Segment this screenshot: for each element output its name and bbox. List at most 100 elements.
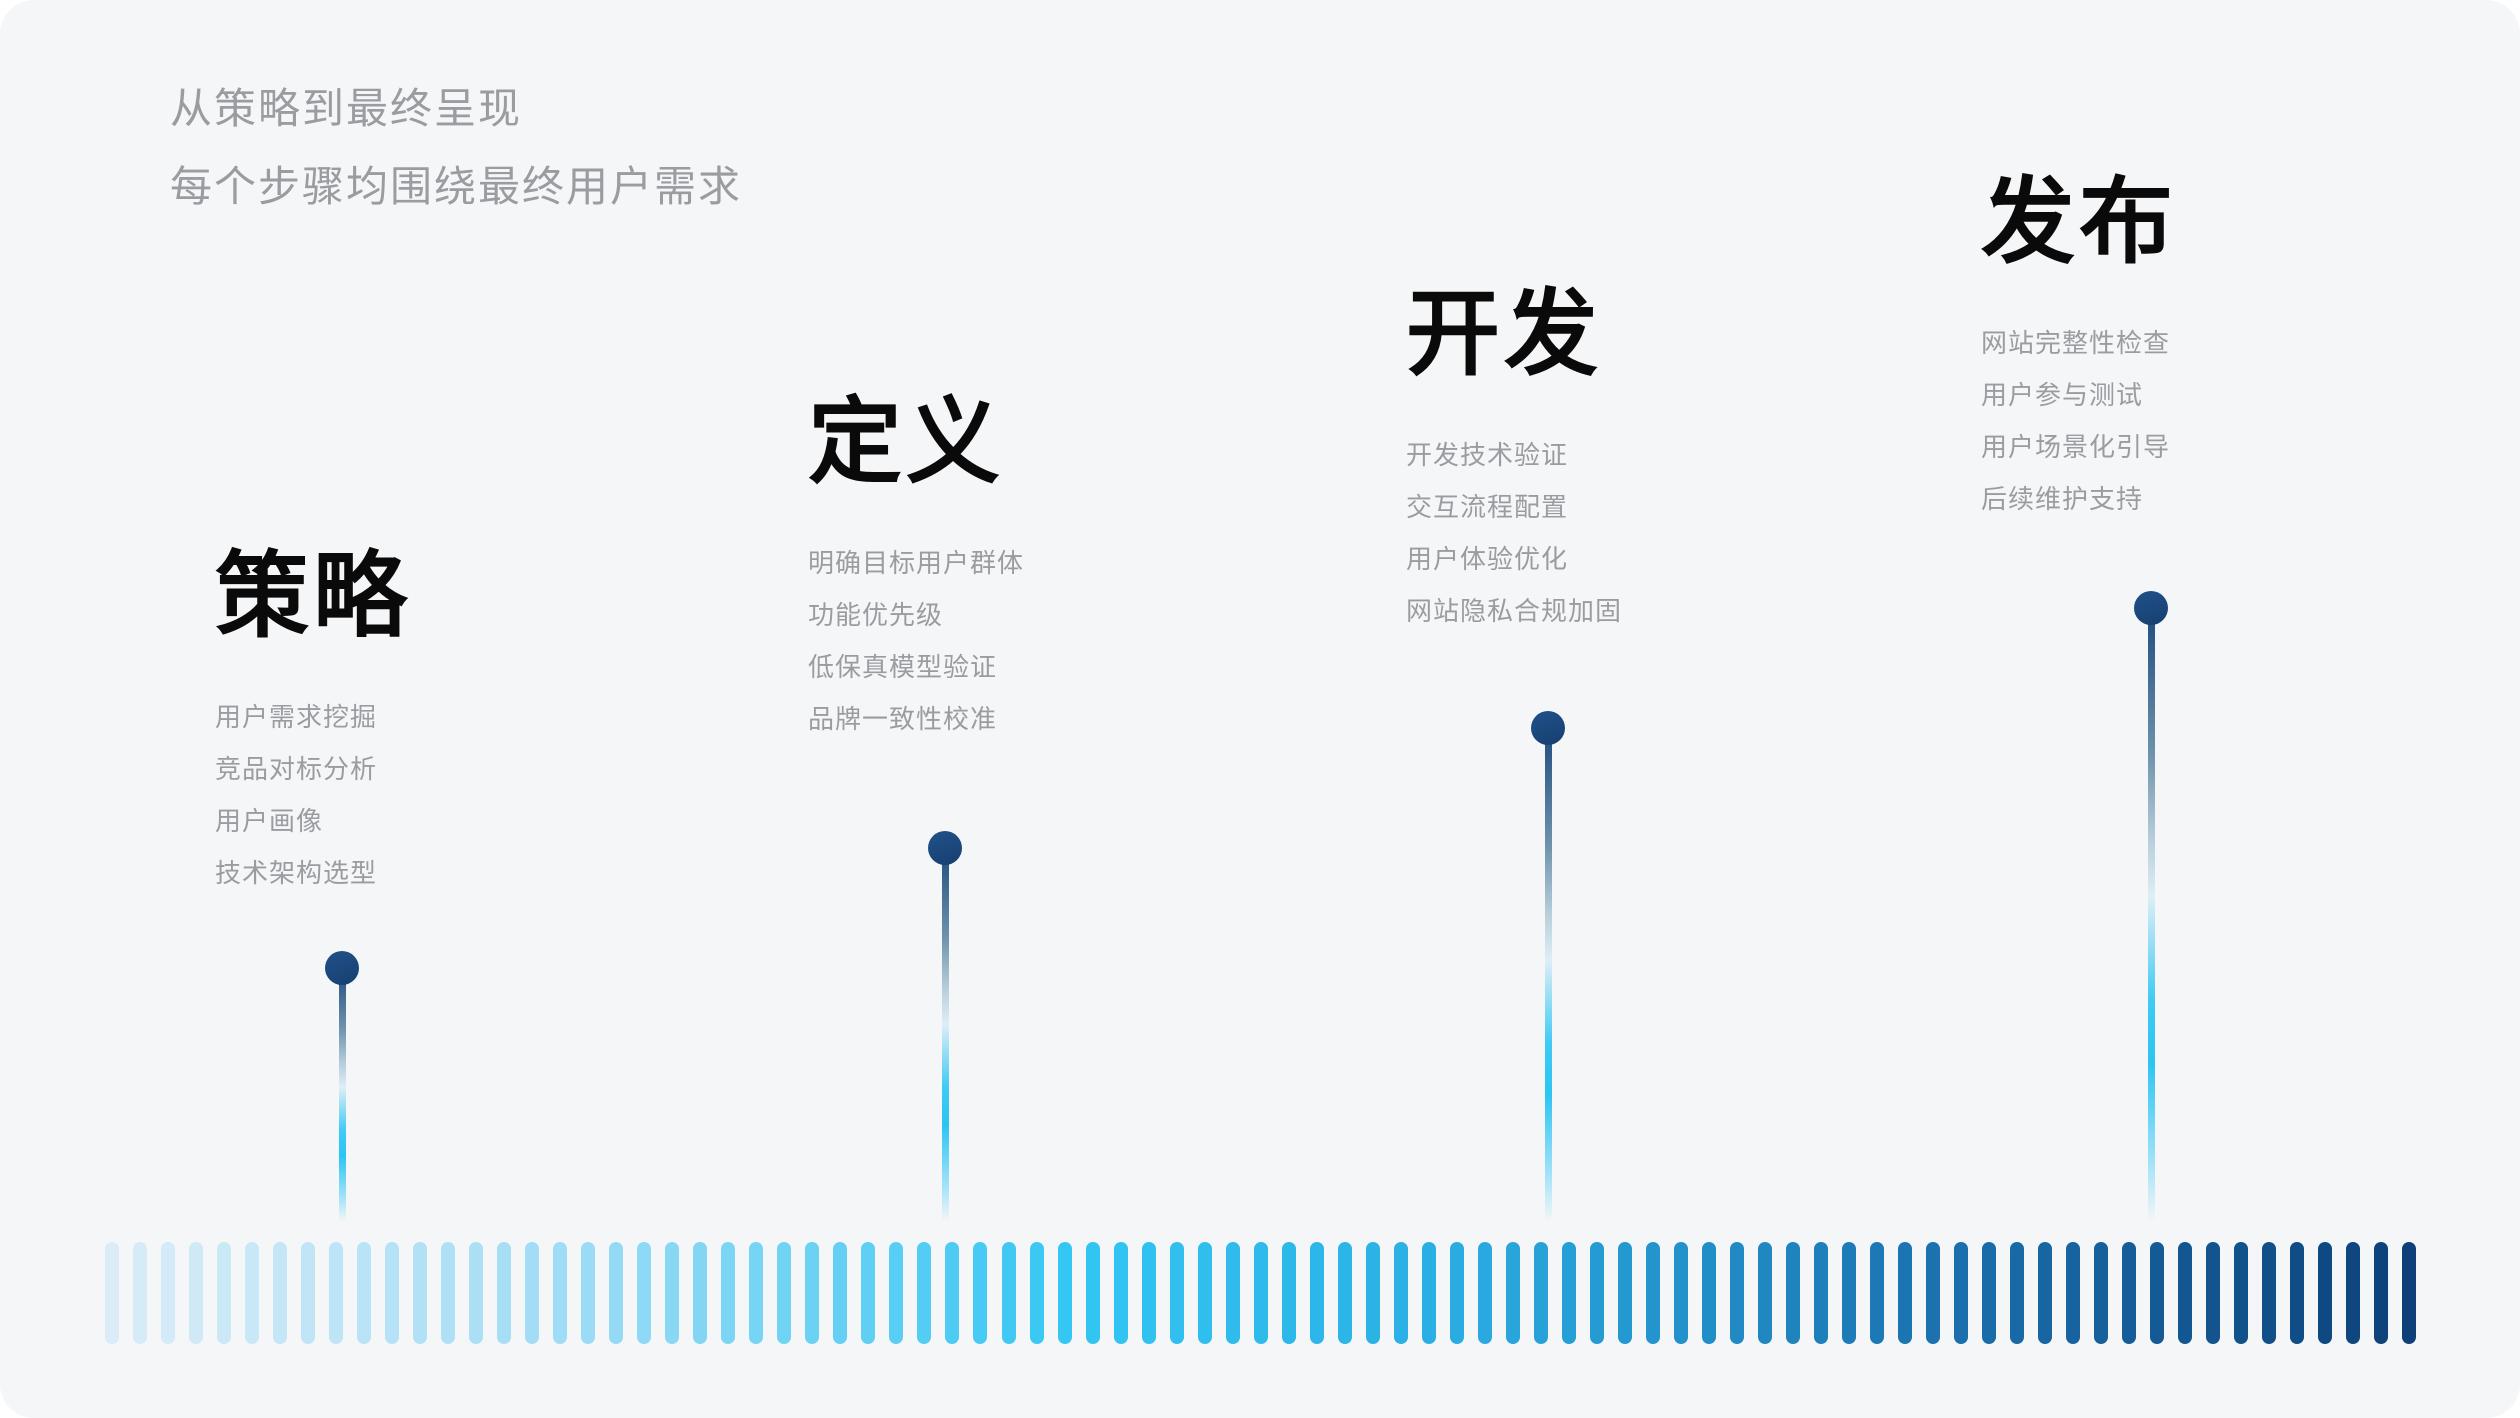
timeline-dash [217,1242,232,1344]
timeline-dash [1197,1242,1212,1344]
timeline-dash [861,1242,876,1344]
milestone-dot-icon [325,951,359,985]
stage-title: 策略 [215,543,412,648]
timeline-dash [1729,1242,1744,1344]
timeline-dash [1505,1242,1520,1344]
stage-item: 用户参与测试 [1981,380,2144,410]
timeline-dash [2178,1242,2193,1344]
timeline-dash [1281,1242,1296,1344]
timeline-dash [2122,1242,2137,1344]
stage-item: 品牌一致性校准 [808,704,998,734]
timeline-dash [2234,1242,2249,1344]
timeline-dash [1954,1242,1969,1344]
timeline-dash [133,1242,148,1344]
timeline-dash [273,1242,288,1344]
timeline-dash [2290,1242,2305,1344]
timeline-dash [1113,1242,1128,1344]
timeline-dash [2010,1242,2025,1344]
timeline-dash [1926,1242,1941,1344]
stage-item: 用户场景化引导 [1981,432,2171,462]
timeline-dash [357,1242,372,1344]
timeline-dash [1057,1242,1072,1344]
timeline-dash [1785,1242,1800,1344]
timeline-dash [637,1242,652,1344]
timeline-dash [441,1242,456,1344]
stage-item: 技术架构选型 [215,858,378,888]
stage-definition: 定义 明确目标用户群体功能优先级低保真模型验证品牌一致性校准 [808,395,1024,745]
timeline-dash [1365,1242,1380,1344]
timeline-dash [693,1242,708,1344]
stage-item: 用户需求挖掘 [215,702,378,732]
timeline-dash [1757,1242,1772,1344]
stage-launch: 发布 网站完整性检查用户参与测试用户场景化引导后续维护支持 [1981,175,2177,525]
timeline-dash [945,1242,960,1344]
timeline-dash [1869,1242,1884,1344]
timeline-dash [1169,1242,1184,1344]
milestone-dot-icon [928,831,962,865]
timeline-dash [105,1242,119,1344]
timeline-dash [973,1242,988,1344]
stage-strategy: 策略 用户需求挖掘竞品对标分析用户画像技术架构选型 [215,549,411,899]
stage-item-list: 用户需求挖掘竞品对标分析用户画像技术架构选型 [215,691,411,899]
timeline-dash [2038,1242,2053,1344]
timeline-dash [469,1242,484,1344]
timeline-dash [1225,1242,1240,1344]
stage-item: 功能优先级 [808,600,944,630]
stage-item: 用户画像 [215,806,324,836]
timeline-dash [833,1242,848,1344]
milestone-stem [338,968,346,1222]
timeline-dash [1841,1242,1856,1344]
timeline-dash [2318,1242,2333,1344]
timeline-dash [553,1242,568,1344]
timeline-dash [609,1242,624,1344]
timeline-dash [1982,1242,1997,1344]
timeline-dash [413,1242,428,1344]
timeline-dash [1645,1242,1660,1344]
stage-item: 后续维护支持 [1981,484,2144,514]
timeline-dash [2206,1242,2221,1344]
header-subtitle: 从策略到最终呈现 每个步骤均围绕最终用户需求 [170,70,742,226]
timeline-dash [1898,1242,1912,1344]
subtitle-line-2: 每个步骤均围绕最终用户需求 [170,163,743,210]
milestone-stem [941,848,949,1222]
stage-title: 定义 [808,389,1005,494]
timeline-dash [665,1242,680,1344]
timeline-dash [2094,1242,2109,1344]
stage-title: 发布 [1981,169,2178,274]
timeline-dash [1085,1242,1100,1344]
timeline-dash [329,1242,344,1344]
timeline-dash [2066,1242,2081,1344]
timeline-dash [189,1242,204,1344]
timeline-dash [2150,1242,2165,1344]
timeline-dash [497,1242,512,1344]
milestone-stem [2147,608,2155,1222]
timeline-dash [525,1242,540,1344]
timeline-dash [2346,1242,2361,1344]
timeline-dash [1141,1242,1156,1344]
milestone-dot-icon [1531,711,1565,745]
milestone-dot-icon [2134,591,2168,625]
timeline-dash [1449,1242,1464,1344]
timeline-dash [1393,1242,1408,1344]
timeline-dash [245,1242,260,1344]
timeline-dash [1309,1242,1324,1344]
timeline-dash [805,1242,820,1344]
stage-item: 明确目标用户群体 [808,548,1025,578]
timeline-dash [1813,1242,1828,1344]
timeline-dash [2374,1242,2389,1344]
milestone-stem [1544,728,1552,1222]
stage-item-list: 明确目标用户群体功能优先级低保真模型验证品牌一致性校准 [808,537,1024,745]
timeline-dash [721,1242,736,1344]
timeline-dash [581,1242,596,1344]
timeline-dash [917,1242,932,1344]
timeline-dash [2402,1242,2417,1344]
gradient-timeline [105,1242,2417,1344]
timeline-dash [385,1242,400,1344]
timeline-dash [749,1242,764,1344]
stage-title: 开发 [1406,281,1603,386]
timeline-dash [1477,1242,1492,1344]
stage-item-list: 网站完整性检查用户参与测试用户场景化引导后续维护支持 [1981,317,2177,525]
timeline-dash [1673,1242,1688,1344]
